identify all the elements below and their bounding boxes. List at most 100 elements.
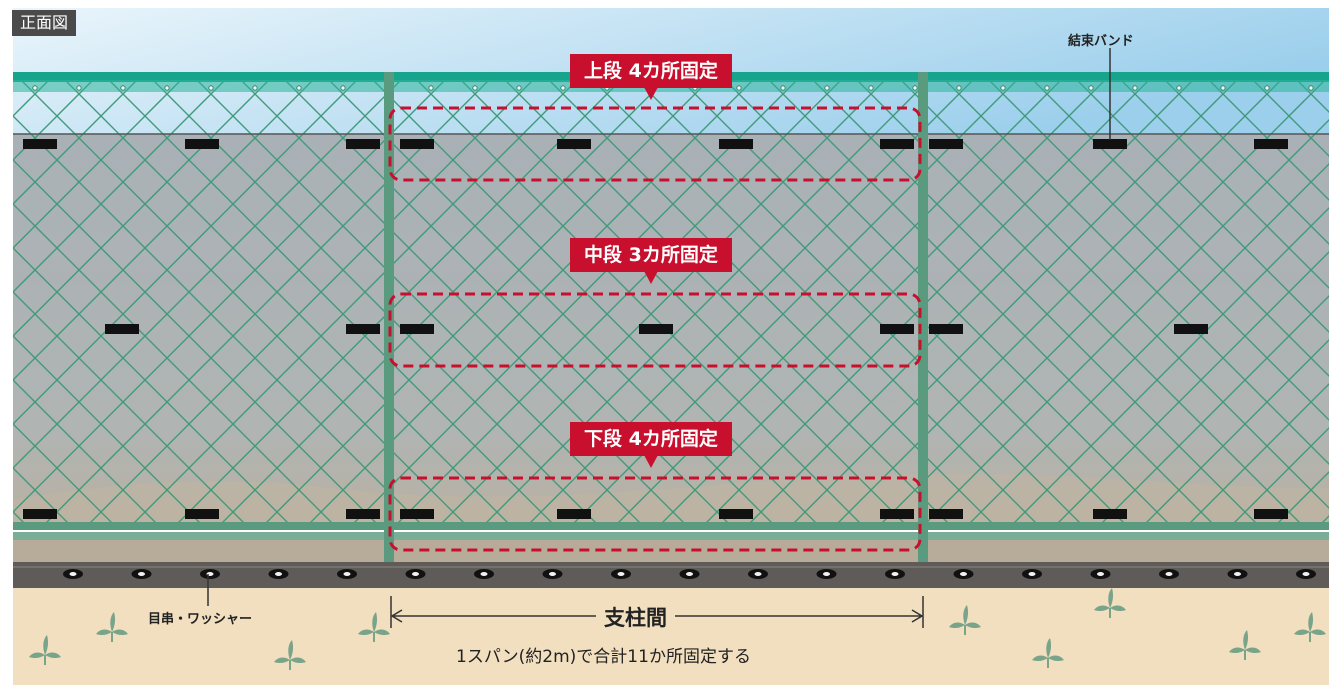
washer-hole [960, 572, 967, 576]
sprout-icon [1032, 638, 1064, 668]
mesh-knuckle [516, 85, 522, 91]
tier-label-top-text: 上段 4カ所固定 [584, 60, 718, 82]
washer-hole [754, 572, 762, 576]
washer-callout-label: 目串・ワッシャー [148, 612, 253, 627]
mesh-knuckle [736, 85, 742, 91]
sprout-icon [29, 635, 61, 665]
binding-band [1093, 509, 1127, 519]
washer-hole [823, 572, 830, 576]
mesh-knuckle [824, 85, 830, 91]
sprout-icon [1229, 630, 1261, 660]
binding-band [105, 324, 139, 334]
washer-hole [138, 572, 145, 576]
binding-band [557, 139, 591, 149]
sprout-icon [274, 640, 306, 670]
mesh-knuckle [956, 85, 962, 91]
binding-band [639, 324, 673, 334]
washer-hole [343, 572, 351, 576]
binding-band [23, 509, 57, 519]
binding-band [719, 139, 753, 149]
mesh-knuckle [76, 85, 82, 91]
sprout-icon [1294, 612, 1326, 642]
binding-band [1254, 509, 1288, 519]
mesh-knuckle [1220, 85, 1226, 91]
mesh-knuckle [912, 85, 918, 91]
washer-hole [1028, 572, 1036, 576]
mesh-knuckle [1264, 85, 1270, 91]
binding-band [557, 509, 591, 519]
post-right [918, 72, 928, 564]
binding-band [929, 509, 963, 519]
mesh-knuckle [32, 85, 38, 91]
mesh-knuckle [1044, 85, 1050, 91]
tier-label-bottom-pointer [643, 455, 658, 468]
tier-label-middle: 中段 3カ所固定 [570, 238, 732, 284]
binding-band [929, 324, 963, 334]
mesh-knuckle [780, 85, 786, 91]
tier-label-bottom-text: 下段 4カ所固定 [584, 428, 718, 450]
sprout-icon [949, 605, 981, 635]
mesh-knuckle [296, 85, 302, 91]
binding-band [880, 509, 914, 519]
mesh-knuckle [120, 85, 126, 91]
mesh-knuckle [472, 85, 478, 91]
binding-band [719, 509, 753, 519]
ground-plants [29, 588, 1326, 670]
mesh-knuckle [1308, 85, 1314, 91]
tier-label-middle-pointer [643, 271, 658, 284]
bottom-rail [13, 522, 1329, 530]
binding-band [400, 324, 434, 334]
span-title: 支柱間 [596, 602, 675, 632]
sprout-icon [96, 612, 128, 642]
washer-hole [275, 572, 282, 576]
mesh-knuckle [1000, 85, 1006, 91]
binding-band [346, 509, 380, 519]
binding-band [346, 139, 380, 149]
sprout-icon [1094, 588, 1126, 618]
washer-hole [549, 572, 556, 576]
binding-band [185, 509, 219, 519]
tier-box-bottom [388, 476, 922, 552]
binding-band [880, 139, 914, 149]
binding-band [880, 324, 914, 334]
tier-box-middle [388, 292, 922, 368]
washer-hole [1097, 572, 1104, 576]
binding-bands [23, 139, 1288, 519]
band-callout-label: 結束バンド [1068, 34, 1134, 49]
washer-hole [686, 572, 693, 576]
mesh-knuckle [868, 85, 874, 91]
washer-hole [1234, 572, 1241, 576]
tier-box-top [388, 106, 922, 182]
washer-hole [480, 572, 488, 576]
tier-label-top-pointer [643, 87, 658, 100]
tier-label-top: 上段 4カ所固定 [570, 54, 732, 100]
mesh-knuckle [208, 85, 214, 91]
washer-hole [617, 572, 625, 576]
mesh-knuckle [1132, 85, 1138, 91]
sprout-icon [358, 612, 390, 642]
base-skirt [13, 540, 1329, 562]
binding-band [400, 509, 434, 519]
view-label: 正面図 [12, 10, 77, 36]
binding-band [929, 139, 963, 149]
mesh-knuckle [164, 85, 170, 91]
binding-band [1174, 324, 1208, 334]
binding-band [185, 139, 219, 149]
mesh-knuckle [428, 85, 434, 91]
washer-hole [1302, 572, 1310, 576]
mesh-knuckle [1176, 85, 1182, 91]
binding-band [346, 324, 380, 334]
mesh-knuckle [560, 85, 566, 91]
binding-band [1093, 139, 1127, 149]
binding-band [23, 139, 57, 149]
washer-hole [69, 572, 77, 576]
tier-label-middle-text: 中段 3カ所固定 [584, 244, 718, 266]
washer-hole [412, 572, 419, 576]
washer-row [63, 569, 1316, 579]
mesh-knuckle [252, 85, 258, 91]
washer-hole [891, 572, 899, 576]
washer-hole [1165, 572, 1173, 576]
span-description: 1スパン(約2m)で合計11か所固定する [456, 647, 751, 667]
binding-band [1254, 139, 1288, 149]
